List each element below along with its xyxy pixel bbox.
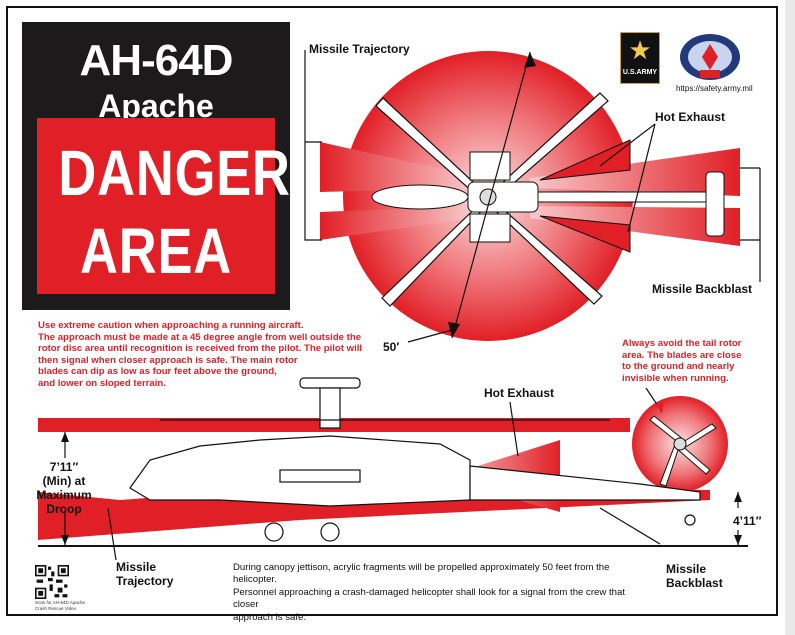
label-rotor-diameter: 50′ — [383, 340, 400, 354]
page-edge — [785, 0, 795, 635]
label-leader-lines — [304, 50, 761, 343]
tail-rotor-blades — [649, 415, 717, 487]
tail-rotor-warning-line: to the ground and nearly — [622, 361, 735, 373]
note-line: During canopy jettison, acrylic fragment… — [233, 562, 610, 586]
approach-warning-line: Use extreme caution when approaching a r… — [38, 320, 304, 331]
diameter-arrow-bottom — [448, 322, 460, 338]
hot-exhaust-wedge-upper — [539, 139, 631, 181]
danger-heading: DANGER — [58, 137, 291, 209]
missile-trajectory-wedge-lower — [320, 206, 472, 240]
label-missile-backblast-side: Missile Backblast — [666, 562, 723, 590]
approach-warning-line: blades can dip as low as four feet above… — [38, 366, 277, 378]
label-hot-exhaust-side: Hot Exhaust — [484, 386, 555, 400]
approach-warning-line: The approach must be made at a 45 degree… — [38, 331, 362, 343]
diameter-arrow-top — [524, 52, 536, 68]
missile-trajectory-wedge-upper — [320, 142, 472, 192]
approach-warning-line: and lower on sloped terrain. — [38, 377, 166, 389]
tail-rotor-warning-arrow — [654, 402, 664, 412]
main-rotor-blades — [375, 92, 609, 307]
us-army-logo: ★ U.S.ARMY — [620, 32, 660, 84]
hot-exhaust-wedge-lower — [539, 215, 631, 253]
label-line: Missile — [666, 562, 707, 576]
rotor-clearance-dimension: 7’11″ (Min) at Maximum Droop — [30, 460, 98, 516]
label-hot-exhaust-top: Hot Exhaust — [655, 110, 726, 124]
tail-rotor-warning: Always avoid the tail rotor area. The bl… — [622, 338, 741, 384]
label-line: Backblast — [666, 576, 723, 590]
tail-rotor-warning-line: area. The blades are close — [622, 349, 742, 361]
tail-rotor-warning-line: Always avoid the tail rotor — [622, 338, 742, 349]
title-block: AH-64D Apache DANGER AREA — [22, 22, 290, 310]
rotor-clearance-line: 7’11″ — [49, 460, 79, 474]
qr-code-icon[interactable] — [35, 565, 69, 599]
missile-backblast-wedge-upper — [530, 148, 740, 196]
rotor-clearance-line: (Min) at — [42, 474, 86, 488]
label-missile-trajectory-top: Missile Trajectory — [309, 42, 410, 56]
tail-height-arrow-up — [734, 492, 742, 502]
area-heading: AREA — [80, 215, 232, 287]
approach-warning-line: rotor disc area until recognition is rec… — [38, 343, 363, 355]
aircraft-model: AH-64D — [79, 36, 234, 85]
rotor-height-arrow-up — [61, 432, 69, 442]
label-missile-backblast-top: Missile Backblast — [652, 282, 753, 296]
approach-warning-line: then signal when closer approach is safe… — [38, 354, 298, 366]
rotor-height-arrow-down — [61, 535, 69, 545]
rotor-clearance-line: Maximum — [36, 488, 92, 502]
ground-line — [38, 545, 748, 547]
army-logo-text: U.S.ARMY — [622, 69, 658, 76]
tail-height-arrow-down — [734, 535, 742, 545]
note-line: Personnel approaching a crash-damaged he… — [233, 586, 625, 611]
qr-caption: Scan for AH-64D Apache Crash Rescue Vide… — [35, 600, 95, 611]
qr-caption-line: Scan for AH-64D Apache — [35, 600, 86, 605]
safety-seal-logo — [680, 34, 740, 80]
army-star-icon: ★ — [628, 35, 652, 65]
rotor-clearance-line: Droop — [46, 502, 82, 516]
canopy-jettison-note: During canopy jettison, acrylic fragment… — [233, 562, 653, 624]
approach-warning: Use extreme caution when approaching a r… — [38, 320, 362, 390]
tail-rotor-warning-line: invisible when running. — [622, 372, 729, 384]
note-line: approach is safe. — [233, 611, 307, 623]
label-line: Trajectory — [116, 574, 174, 588]
safety-url: https://safety.army.mil — [676, 84, 753, 93]
qr-caption-line: Crash Rescue Video — [35, 605, 77, 611]
missile-backblast-wedge-lower — [530, 206, 740, 246]
label-line: Missile — [116, 560, 157, 574]
fuselage-side-view — [129, 377, 701, 542]
danger-area-banner: DANGER AREA — [37, 118, 291, 294]
tail-height-dimension: 4’11″ — [733, 514, 762, 528]
label-missile-trajectory-side: Missile Trajectory — [116, 560, 173, 588]
fuselage-top-view — [371, 151, 725, 243]
